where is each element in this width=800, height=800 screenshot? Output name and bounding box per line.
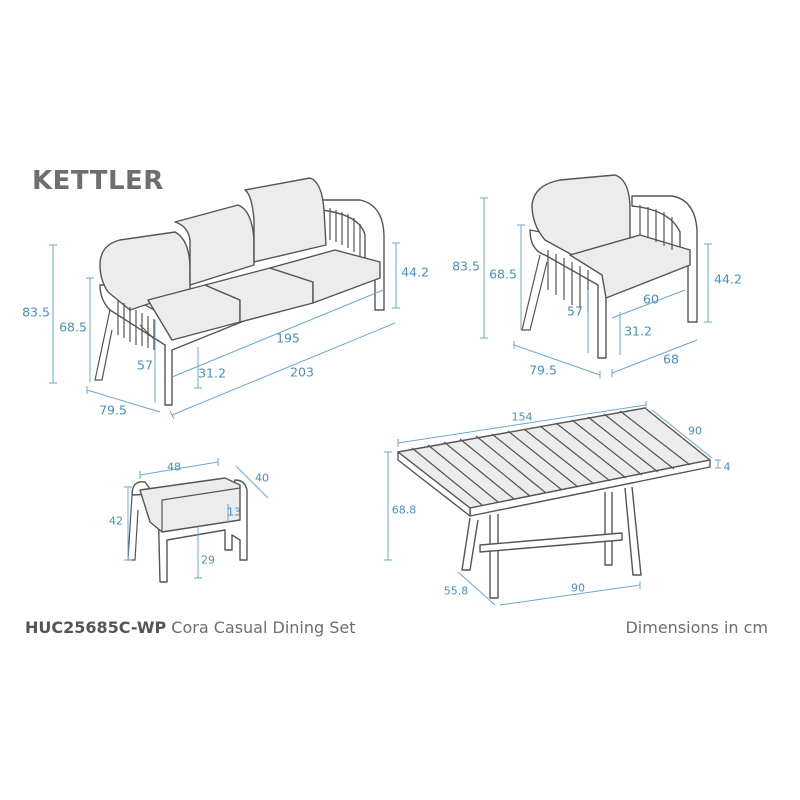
table-height-label: 68.8 xyxy=(391,503,417,517)
stool-width-label: 48 xyxy=(167,460,181,474)
sofa-depth-label: 79.5 xyxy=(99,402,127,418)
table-drawing xyxy=(397,407,711,599)
table-slats xyxy=(411,410,691,506)
stool-dimension-lines xyxy=(124,458,269,579)
sofa-dimension-lines xyxy=(49,242,400,420)
sofa-drawing xyxy=(94,177,385,406)
armchair-seat-height-label: 31.2 xyxy=(624,323,652,339)
sofa-seat-cushions xyxy=(147,249,381,341)
stool-cushion-height-label: 13 xyxy=(227,505,241,519)
sofa-back-height-label: 68.5 xyxy=(59,319,87,335)
armchair-seat-width-label: 60 xyxy=(643,291,659,307)
stool-frame-height-label: 29 xyxy=(201,553,215,567)
units-note: Dimensions in cm xyxy=(625,618,768,637)
stool-depth-label: 40 xyxy=(255,471,269,485)
table-dimension-lines xyxy=(384,401,721,606)
sofa-back-cushions xyxy=(99,177,327,311)
sofa-total-width-label: 203 xyxy=(290,364,314,380)
table-leg-depth-label: 55.8 xyxy=(443,584,469,598)
armchair-side-height-label: 44.2 xyxy=(714,271,742,287)
armchair-drawing xyxy=(521,174,698,359)
stool-height-label: 42 xyxy=(109,514,123,528)
table-length-label: 154 xyxy=(511,410,533,424)
product-name: Cora Casual Dining Set xyxy=(171,618,356,637)
armchair-depth-label: 79.5 xyxy=(529,362,557,378)
kettler-logo: KETTLER xyxy=(32,166,164,196)
armchair-total-height-label: 83.5 xyxy=(452,258,480,274)
sofa-seat-height-label: 31.2 xyxy=(198,365,226,381)
sofa-inner-width-label: 195 xyxy=(276,330,300,346)
table-leg-span-label: 90 xyxy=(571,581,585,595)
sofa-total-height-label: 83.5 xyxy=(22,304,50,320)
sofa-side-height-label: 44.2 xyxy=(401,264,429,280)
table-width-label: 90 xyxy=(688,424,702,438)
armchair-dimension-lines xyxy=(480,197,712,379)
stool-drawing xyxy=(127,477,248,583)
product-caption: HUC25685C-WP Cora Casual Dining Set xyxy=(25,618,356,637)
sofa-arm-height-label: 57 xyxy=(137,357,153,373)
table-top-thickness-label: 4 xyxy=(723,460,731,474)
armchair-back-height-label: 68.5 xyxy=(489,266,517,282)
armchair-width-label: 68 xyxy=(663,351,679,367)
product-code: HUC25685C-WP xyxy=(25,618,167,637)
armchair-arm-height-label: 57 xyxy=(567,303,583,319)
